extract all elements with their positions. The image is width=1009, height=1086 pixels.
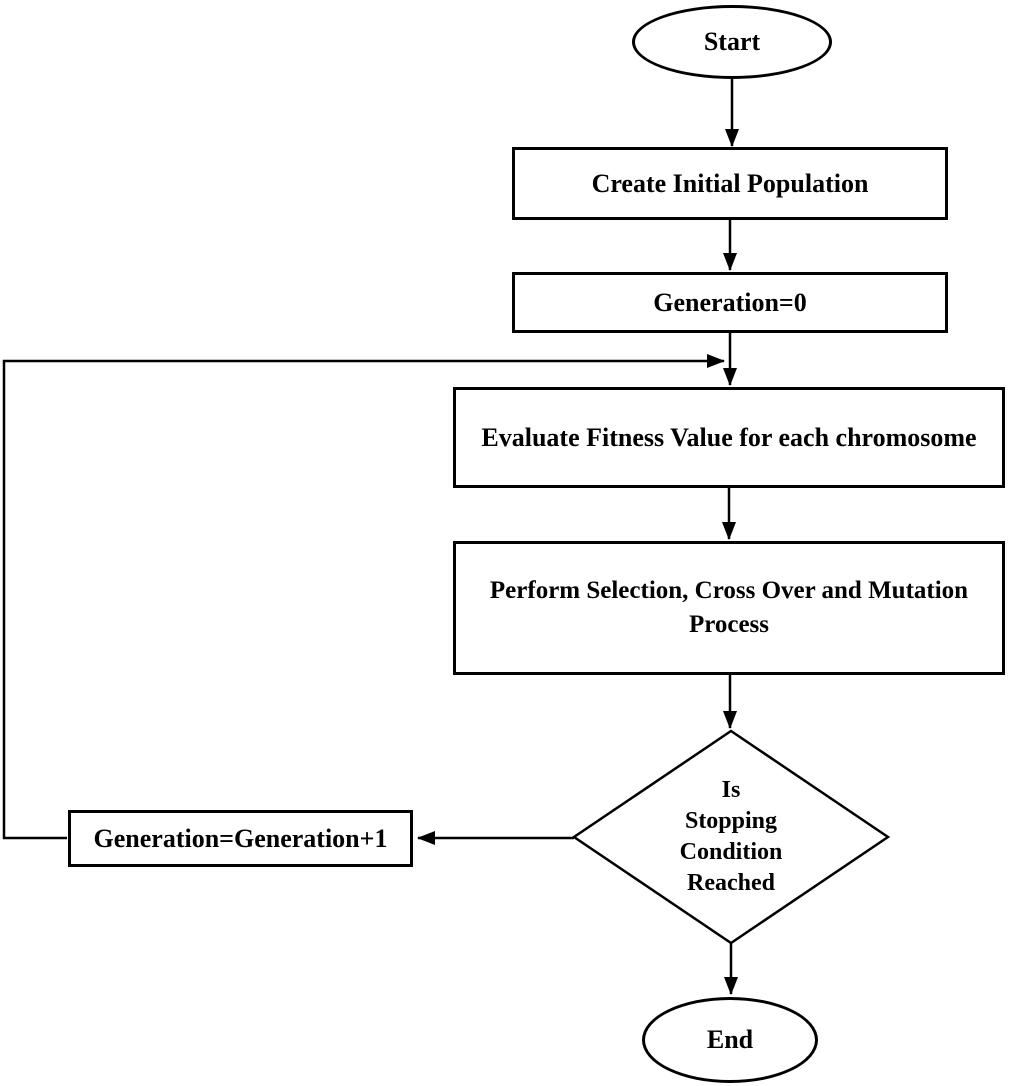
node-generation-zero: Generation=0 — [512, 272, 948, 333]
node-stopping-condition-label-line4: Reached — [687, 870, 775, 896]
node-evaluate-fitness-label: Evaluate Fitness Value for each chromoso… — [481, 422, 977, 452]
node-increment-generation: Generation=Generation+1 — [68, 810, 413, 867]
node-end: End — [642, 997, 818, 1083]
node-start: Start — [632, 5, 832, 79]
node-generation-zero-label: Generation=0 — [653, 287, 807, 317]
node-stopping-condition: Is Stopping Condition Reached — [601, 774, 861, 900]
node-start-label: Start — [703, 27, 761, 56]
node-stopping-condition-label-line2: Stopping — [684, 808, 778, 834]
node-stopping-condition-label-line3: Condition — [679, 839, 783, 865]
node-create-population-label: Create Initial Population — [591, 168, 869, 198]
node-create-population: Create Initial Population — [512, 147, 948, 220]
node-stopping-condition-label-line1: Is — [721, 777, 741, 803]
node-perform-operators-label-line1: Perform Selection, Cross Over and Mutati… — [489, 577, 969, 604]
node-end-label: End — [706, 1025, 754, 1054]
node-increment-generation-label: Generation=Generation+1 — [93, 823, 388, 853]
node-perform-operators-label-line2: Process — [688, 611, 770, 638]
node-evaluate-fitness: Evaluate Fitness Value for each chromoso… — [453, 387, 1005, 488]
node-perform-operators: Perform Selection, Cross Over and Mutati… — [453, 541, 1005, 675]
